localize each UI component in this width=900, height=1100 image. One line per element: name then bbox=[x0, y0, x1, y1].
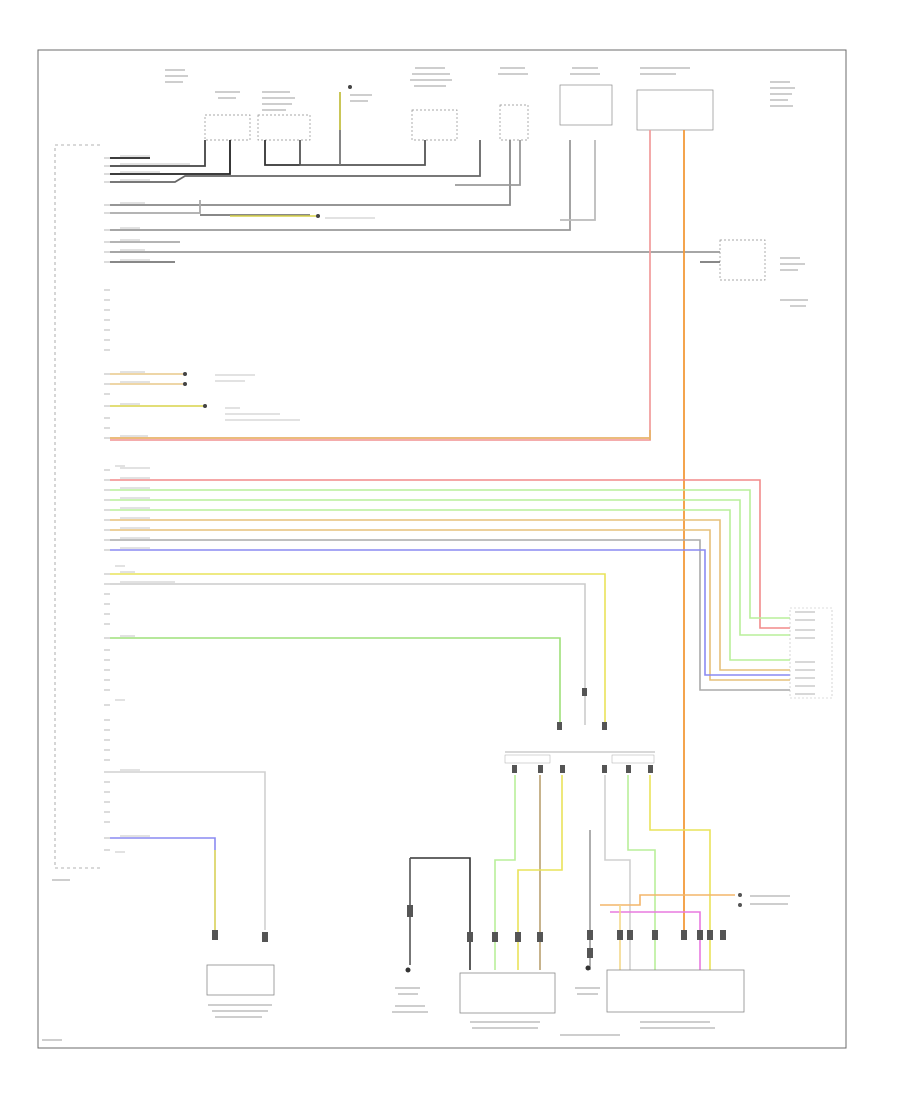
lower-wire-harness bbox=[110, 573, 606, 930]
ext-light-right-box bbox=[606, 969, 745, 1013]
power-steering-box bbox=[257, 114, 311, 141]
ground-1-icon bbox=[405, 967, 411, 973]
bottom-terminal-markers bbox=[212, 893, 742, 958]
module-pin-column bbox=[104, 157, 110, 851]
ground-symbols bbox=[405, 965, 591, 973]
central-splice-connectors bbox=[504, 688, 655, 773]
bottom-label-marks bbox=[42, 879, 790, 1041]
dc-sensor-box bbox=[499, 104, 529, 141]
fuse-relay-box bbox=[559, 84, 613, 126]
module-feed-wires bbox=[409, 775, 735, 970]
control-module-outline bbox=[54, 144, 100, 869]
wire-color-label-marks bbox=[115, 155, 375, 853]
signal-bus-wires bbox=[110, 479, 790, 691]
ground-2-icon bbox=[585, 965, 591, 971]
fuse-box bbox=[636, 89, 714, 131]
left-stub-wires bbox=[110, 372, 207, 408]
engine-module-box bbox=[411, 109, 458, 141]
top-yellow-connector bbox=[230, 85, 352, 218]
upper-wire-harness bbox=[110, 92, 720, 263]
bottom-modules bbox=[206, 964, 745, 1014]
digital-input-box bbox=[719, 239, 766, 281]
right-terminal-block bbox=[789, 607, 833, 699]
diagram-frame bbox=[37, 49, 847, 1049]
top-component-label-marks bbox=[165, 67, 808, 307]
top-components bbox=[204, 84, 766, 281]
ext-light-left-box bbox=[459, 972, 556, 1014]
telephone-module-box bbox=[206, 964, 275, 996]
fuse-output-wires bbox=[110, 130, 685, 940]
steering-sensor-box bbox=[204, 114, 251, 141]
